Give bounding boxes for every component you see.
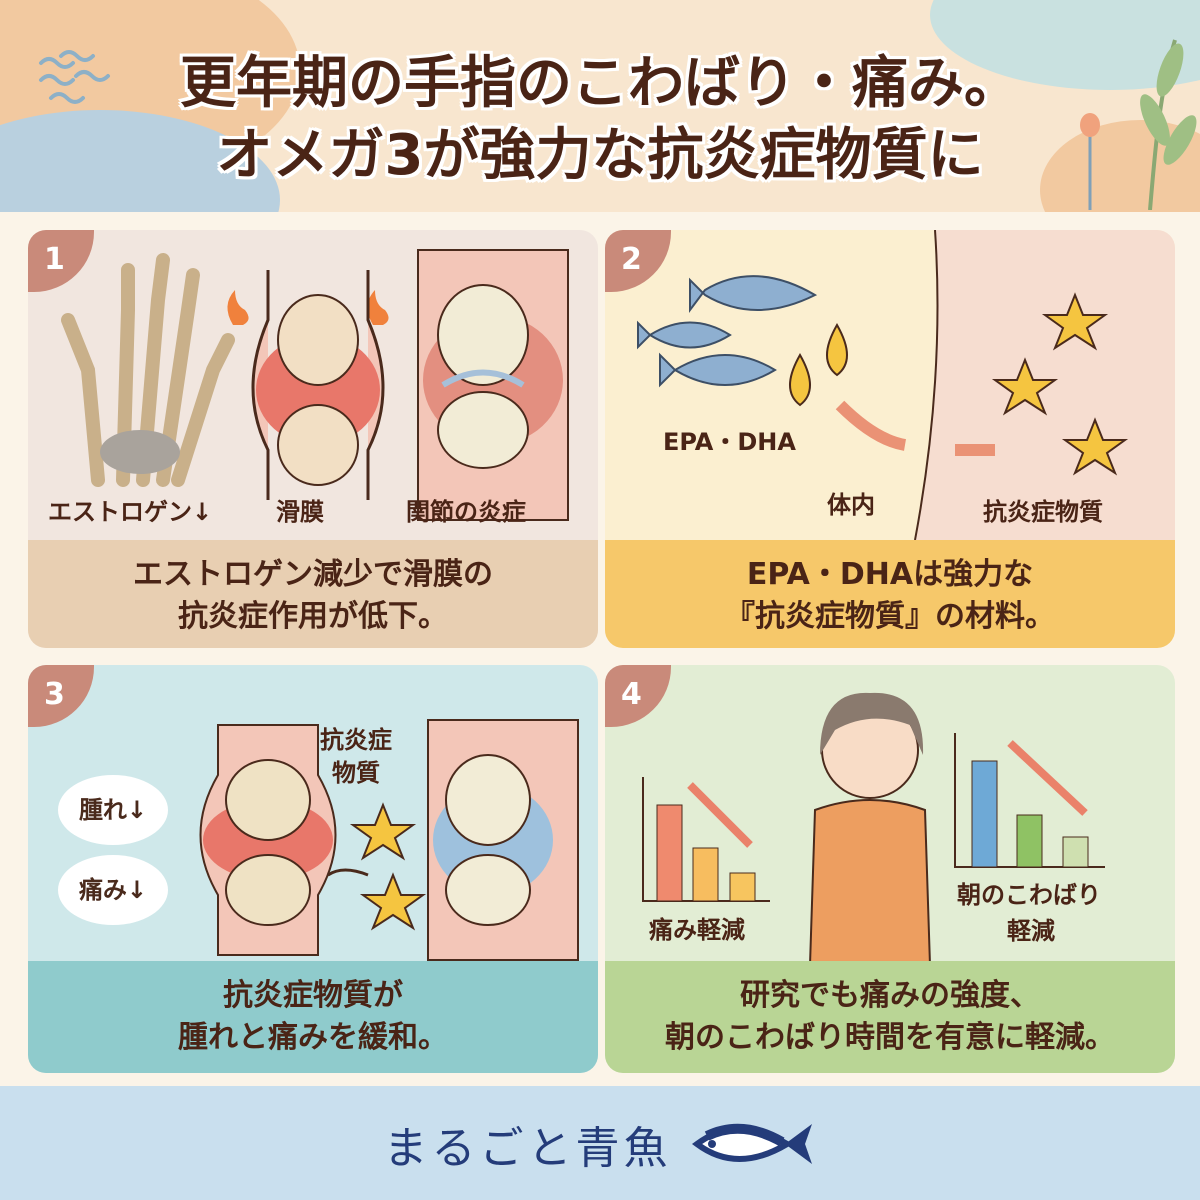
knee-joint-icon [417, 249, 569, 521]
down-arrow-icon [687, 782, 753, 848]
woman-icon [808, 692, 932, 965]
swelling-down-bubble: 腫れ↓ [58, 775, 168, 845]
title-line-1: 更年期の手指のこわばり・痛み。 [180, 51, 1020, 116]
label-anti-inflammatory-2: 物質 [332, 759, 380, 787]
caption-line-2: 腫れと痛みを緩和。 [178, 1020, 448, 1055]
pain-down-bubble: 痛み↓ [58, 855, 168, 925]
star-icon [991, 292, 1129, 476]
label-anti-inflammatory-1: 抗炎症 [320, 726, 392, 754]
label-anti-inflammatory: 抗炎症物質 [983, 498, 1103, 526]
label-synovium: 滑膜 [276, 498, 324, 526]
fish-icon [637, 275, 818, 388]
caption-line-1: エストロゲン減少で滑膜の [133, 557, 493, 592]
inflamed-joint-icon [199, 724, 337, 956]
joint-relief-illustration [199, 719, 579, 961]
label-epa-dha: EPA・DHA [663, 428, 796, 456]
header-banner: 更年期の手指のこわばり・痛み。 オメガ3が強力な抗炎症物質に [0, 0, 1200, 212]
down-arrow-icon [1007, 740, 1088, 816]
panel-2: 2 EPA・DHA 体内 抗炎症物質 EPA・DHAは強力な 『抗炎症物質』の材… [605, 230, 1175, 648]
panel-caption: 抗炎症物質が 腫れと痛みを緩和。 [28, 961, 598, 1073]
panel-caption: EPA・DHAは強力な 『抗炎症物質』の材料。 [605, 540, 1175, 648]
plant-icon [1080, 39, 1197, 210]
label-pain-reduction: 痛み軽減 [649, 916, 745, 944]
caption-line-1: 研究でも痛みの強度、 [740, 978, 1040, 1013]
fish-to-body-illustration [637, 230, 1175, 540]
label-in-body: 体内 [827, 491, 875, 519]
flame-icon [227, 290, 389, 325]
inflamed-joint-icon [251, 270, 385, 500]
panel-caption: エストロゲン減少で滑膜の 抗炎症作用が低下。 [28, 540, 598, 648]
pain-bar-chart [642, 777, 770, 902]
caption-line-1: EPA・DHAは強力な [746, 557, 1034, 592]
hand-bones-icon [61, 253, 235, 487]
curved-arrow-icon [327, 868, 369, 877]
stiffness-bar-chart [954, 733, 1105, 868]
label-reduction: 軽減 [1007, 917, 1055, 945]
panel-3: 3 腫れ↓ 痛み↓ 抗炎症 物質 抗炎症物質が 腫れと痛みを緩和。 [28, 665, 598, 1073]
wave-icon [39, 50, 110, 104]
hand-and-joint-illustration [61, 249, 569, 521]
panel-1: 1 エストロゲン↓ 滑膜 関節の炎症 エストロゲン減少で滑膜の 抗炎症作用が低下… [28, 230, 598, 648]
caption-line-2: 朝のこわばり時間を有意に軽減。 [665, 1020, 1115, 1055]
footer-brand-bar: まるごと青魚 [0, 1086, 1200, 1200]
page-title: 更年期の手指のこわばり・痛み。 オメガ3が強力な抗炎症物質に [0, 48, 1200, 192]
step-number-badge: 3 [28, 665, 94, 727]
healthy-knee-icon [427, 719, 579, 961]
title-line-2: オメガ3が強力な抗炎症物質に [216, 123, 984, 188]
star-icon [349, 802, 427, 931]
panel-4: 4 痛み軽減 朝のこわばり 軽減 研究でも痛みの強度、 朝のこわばり時間を有意に… [605, 665, 1175, 1073]
label-estrogen: エストロゲン↓ [48, 498, 213, 526]
label-joint-inflammation: 関節の炎症 [406, 498, 526, 526]
step-number-badge: 1 [28, 230, 94, 292]
caption-line-2: 抗炎症作用が低下。 [178, 599, 448, 634]
brand-logo-text: まるごと青魚 [383, 1123, 672, 1174]
label-morning-stiffness: 朝のこわばり [957, 881, 1101, 909]
results-illustration [642, 692, 1105, 965]
oil-drop-icon [789, 322, 848, 407]
arrow-icon [835, 400, 907, 451]
caption-line-2: 『抗炎症物質』の材料。 [725, 599, 1055, 634]
fish-logo-icon [691, 1123, 812, 1164]
caption-line-1: 抗炎症物質が [223, 978, 403, 1013]
panel-caption: 研究でも痛みの強度、 朝のこわばり時間を有意に軽減。 [605, 961, 1175, 1073]
